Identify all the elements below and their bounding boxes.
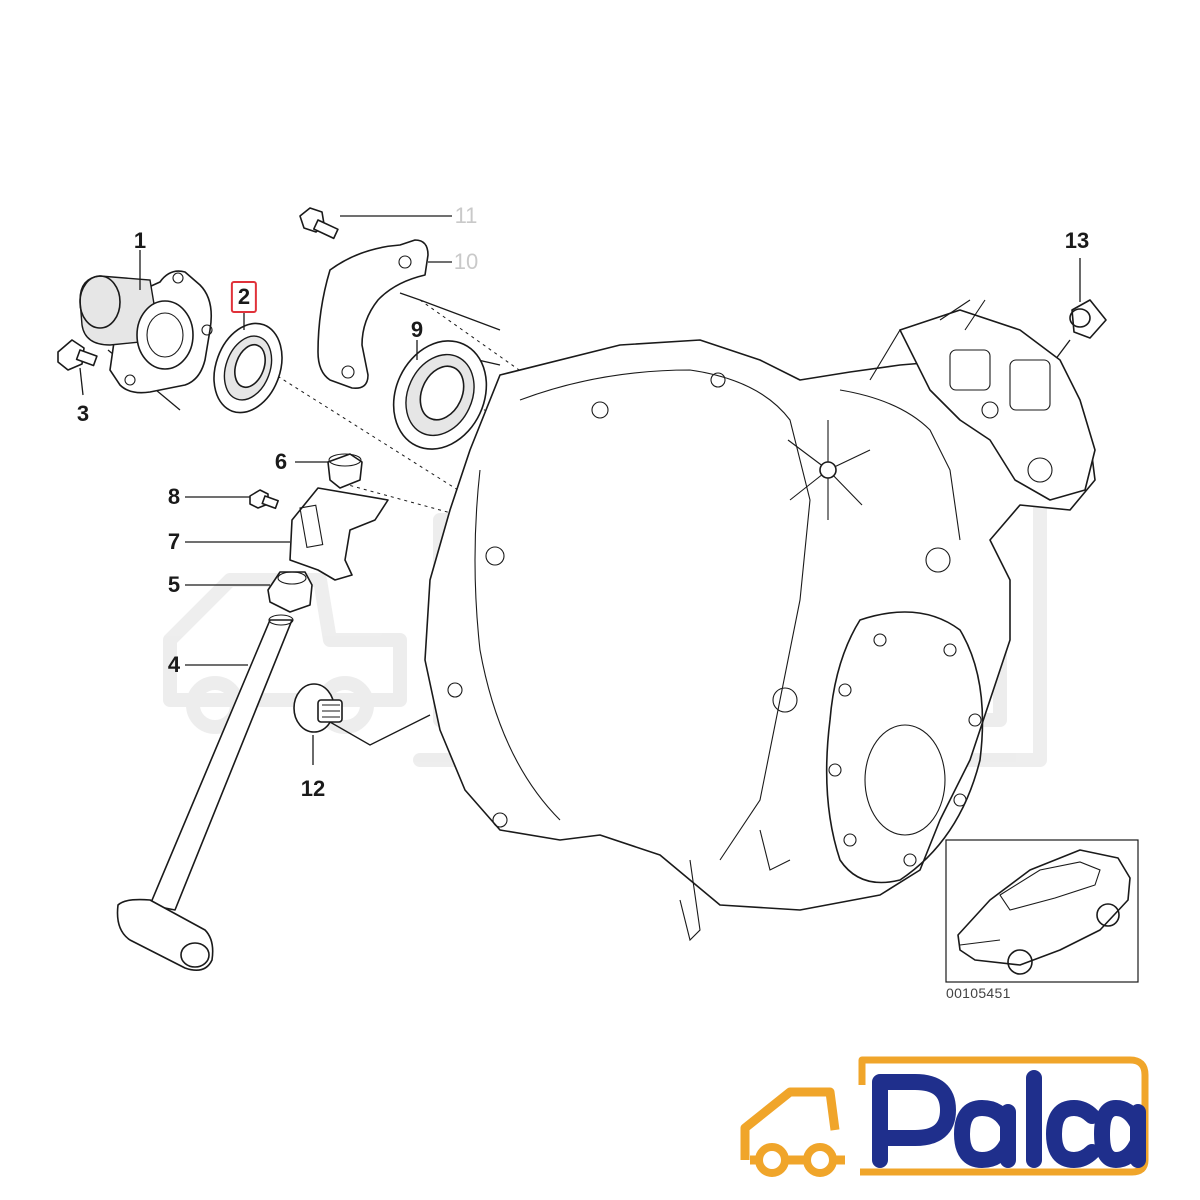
callout-10: 10 <box>453 249 479 274</box>
diagram-code: 00105451 <box>946 985 1011 1001</box>
part-12-plug <box>293 683 343 733</box>
rear-cover <box>825 611 984 884</box>
part-13-sleeve <box>1069 299 1107 339</box>
part-6-bushing <box>327 453 363 489</box>
callout-2-highlighted: 2 <box>230 281 258 313</box>
callout-7: 7 <box>167 529 181 554</box>
part-11-bolt <box>299 207 339 240</box>
bell-housing-holes <box>447 372 951 828</box>
part-7-release-fork <box>289 487 389 581</box>
palca-logo <box>740 1056 1149 1177</box>
leader-lines <box>79 215 1081 765</box>
shift-mechanism <box>899 299 1096 501</box>
callout-4: 4 <box>167 652 181 677</box>
callout-1: 1 <box>133 228 147 253</box>
callout-5: 5 <box>167 572 181 597</box>
gearbox-housing <box>424 299 1096 942</box>
callout-3: 3 <box>76 401 90 426</box>
callout-8: 8 <box>167 484 181 509</box>
part-2-shaft-seal <box>213 322 283 414</box>
part-1-slave-cylinder <box>79 270 213 394</box>
logo-wordmark <box>872 1070 1146 1168</box>
callout-13: 13 <box>1064 228 1090 253</box>
part-10-bracket <box>317 239 429 390</box>
part-3-bolt <box>57 339 98 371</box>
callout-6: 6 <box>274 449 288 474</box>
part-9-oil-seal <box>392 340 488 450</box>
truck-icon <box>740 1087 845 1177</box>
part-5-bushing <box>267 571 313 613</box>
callout-9: 9 <box>410 317 424 342</box>
callout-11: 11 <box>454 203 478 228</box>
part-8-bolt <box>249 489 279 510</box>
part-4-release-shaft <box>116 614 294 971</box>
vent-star <box>787 420 871 520</box>
callout-12: 12 <box>300 776 326 801</box>
vehicle-inset <box>945 839 1139 983</box>
